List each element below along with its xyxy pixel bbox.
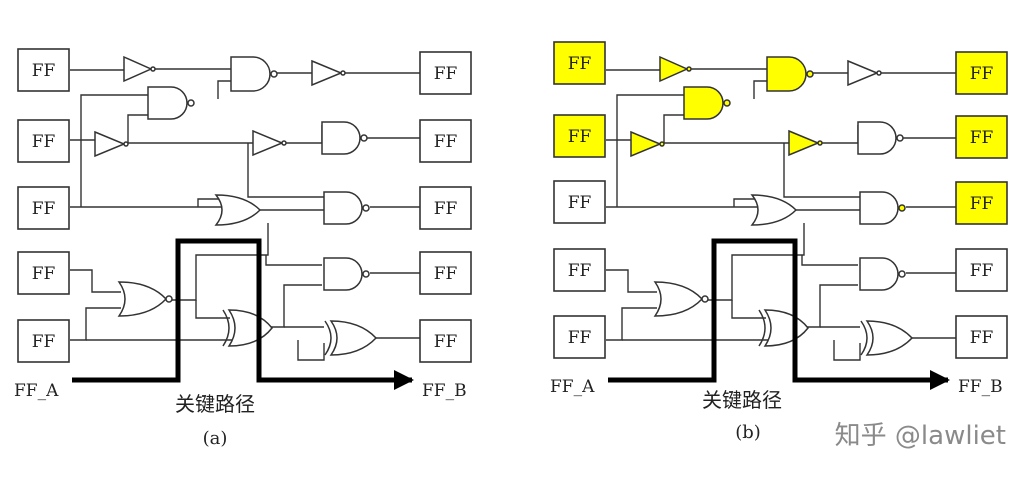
critical-path-label: 关键路径 <box>175 392 255 416</box>
ff-boxes-a: FF FF FF FF FF FF FF FF FF FF <box>17 48 472 363</box>
ff-label: FF <box>568 328 592 348</box>
caption: (b) <box>735 422 761 443</box>
ff-label: FF <box>568 193 592 213</box>
ff-label: FF <box>970 64 994 84</box>
diagram-b: FF FF FF FF FF FF FF FF FF FF <box>550 41 1008 443</box>
wires-b <box>606 68 956 361</box>
caption: (a) <box>203 428 228 449</box>
ff-label: FF <box>434 332 458 352</box>
ff-label: FF <box>32 332 56 352</box>
nand-gates-a <box>147 56 370 291</box>
critical-path-a <box>72 238 414 390</box>
or-gates-a <box>117 194 378 356</box>
start-label: FF_A <box>550 377 595 397</box>
buffers-b <box>630 55 882 158</box>
ff-label: FF <box>970 128 994 148</box>
ff-label: FF <box>434 64 458 84</box>
ff-label: FF <box>434 132 458 152</box>
critical-path-b <box>608 238 950 390</box>
ff-label: FF <box>32 132 56 152</box>
watermark: 知乎 @lawliet <box>835 421 1006 451</box>
ff-label: FF <box>32 61 56 81</box>
end-label: FF_B <box>958 377 1003 397</box>
nand-gates-b <box>683 56 906 291</box>
start-label: FF_A <box>14 381 59 401</box>
critical-path-label: 关键路径 <box>702 388 782 412</box>
wires-a <box>70 68 420 361</box>
ff-boxes-b: FF FF FF FF FF FF FF FF FF FF <box>553 41 1008 359</box>
end-label: FF_B <box>422 381 467 401</box>
ff-label: FF <box>970 261 994 281</box>
ff-label: FF <box>434 199 458 219</box>
or-gates-b <box>653 194 914 356</box>
ff-label: FF <box>568 54 592 74</box>
diagram-a: FF FF FF FF FF FF FF FF FF FF <box>14 48 472 449</box>
ff-label: FF <box>970 328 994 348</box>
ff-label: FF <box>568 261 592 281</box>
ff-label: FF <box>32 264 56 284</box>
ff-label: FF <box>434 264 458 284</box>
ff-label: FF <box>568 127 592 147</box>
ff-label: FF <box>32 199 56 219</box>
ff-label: FF <box>970 194 994 214</box>
buffers-a <box>94 55 346 158</box>
